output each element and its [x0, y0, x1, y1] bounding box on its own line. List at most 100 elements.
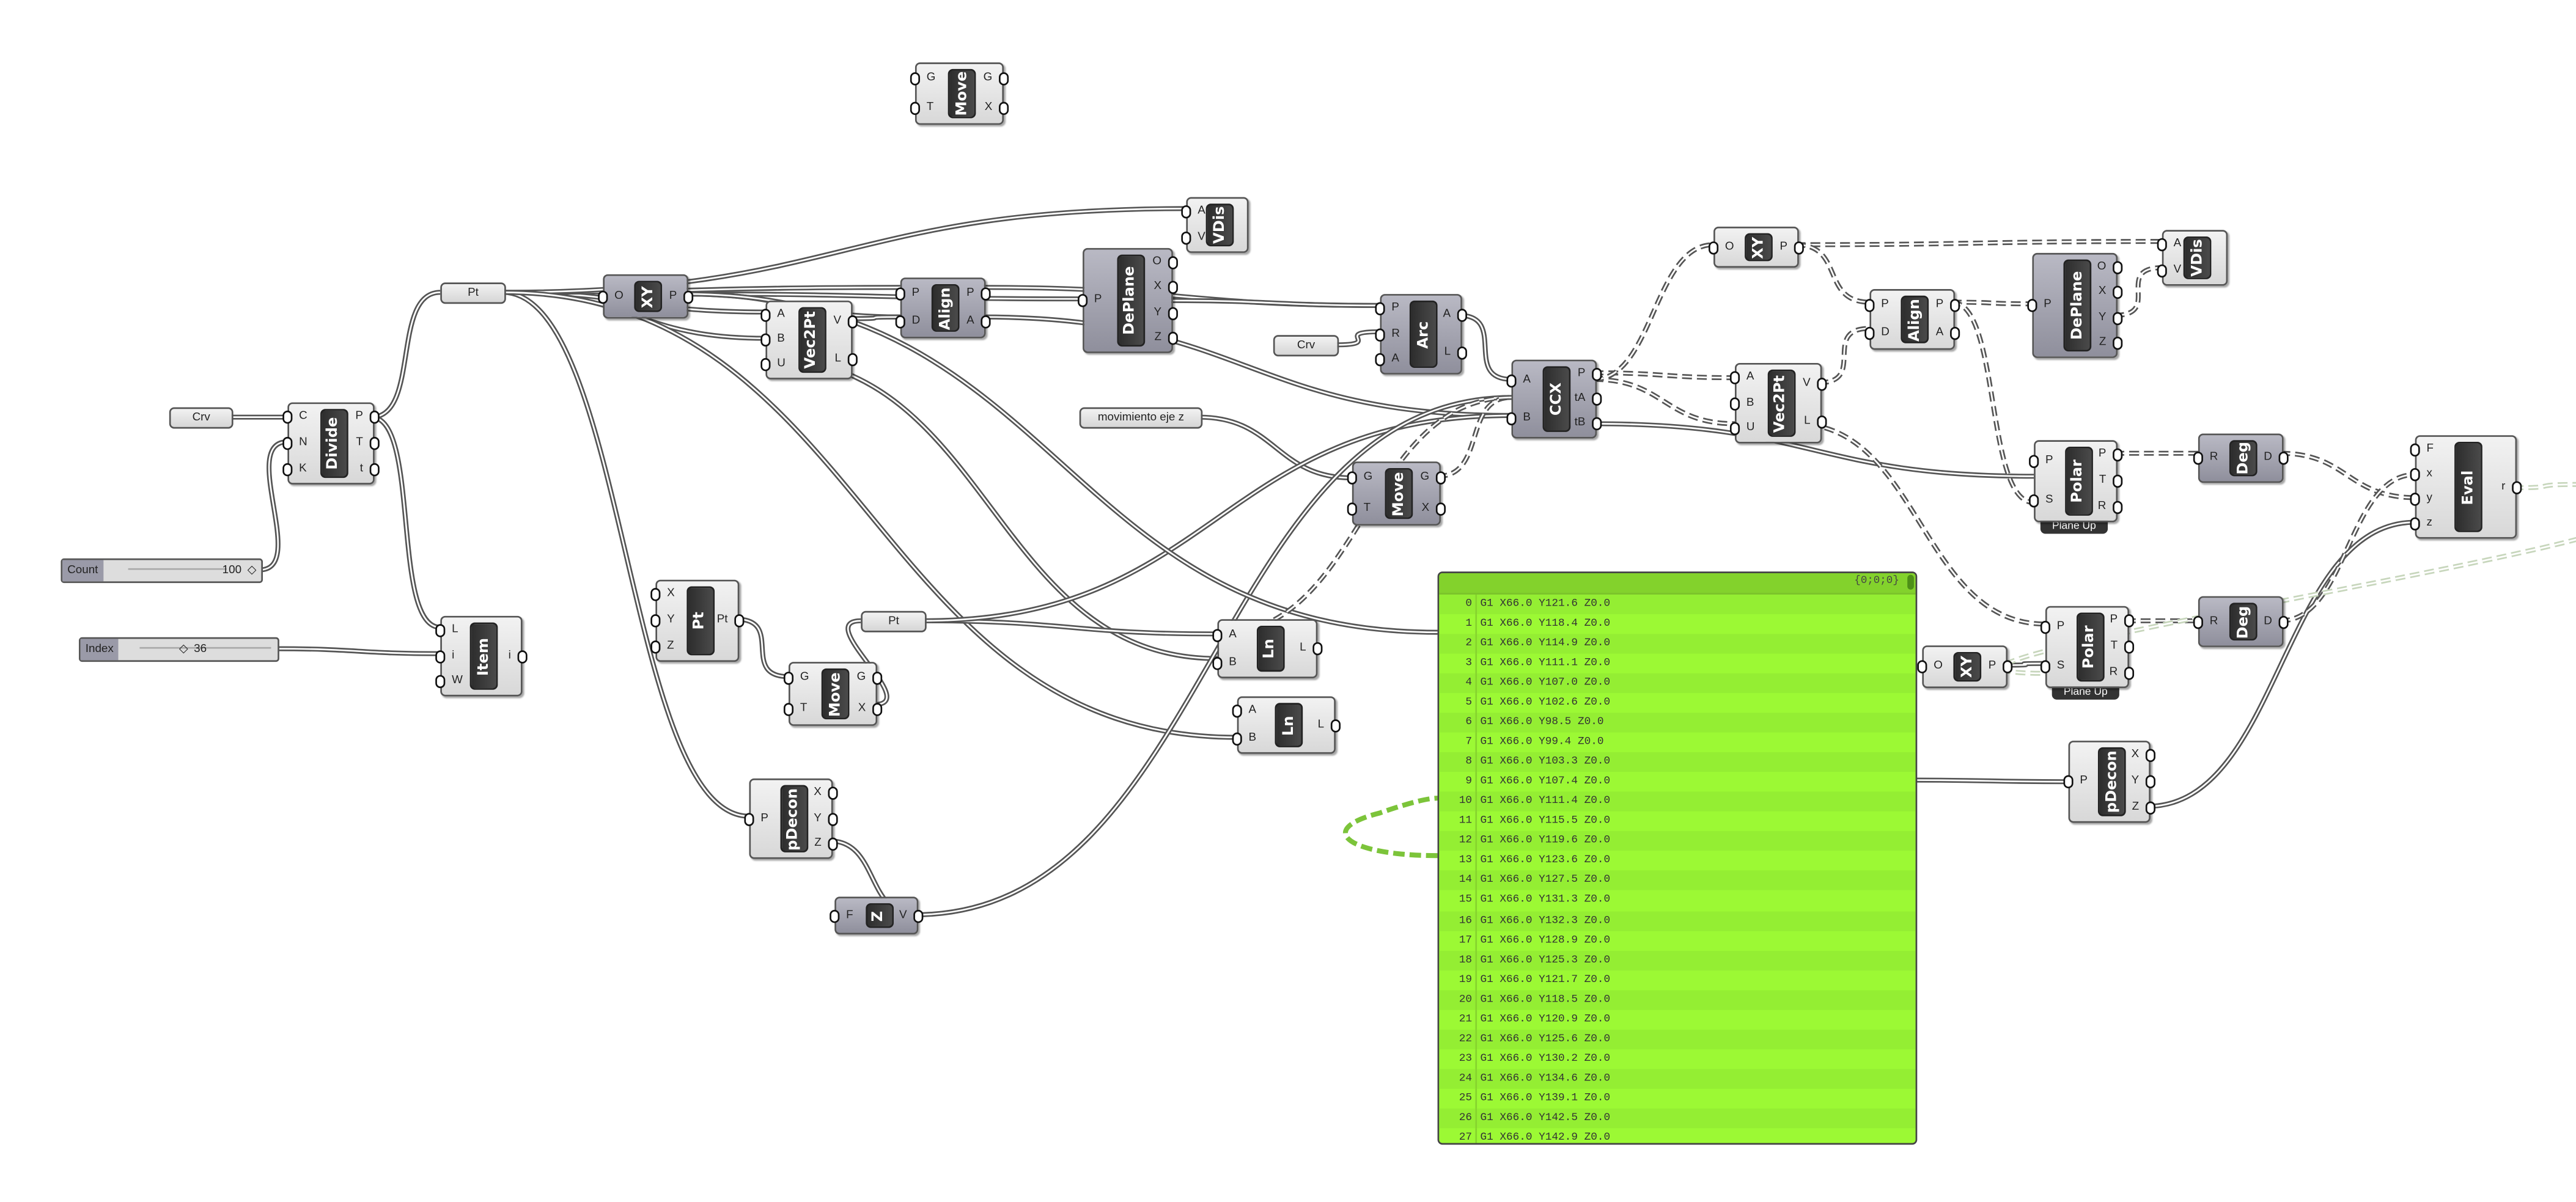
output-port[interactable]: [369, 436, 380, 450]
input-port[interactable]: [1232, 705, 1242, 719]
slider-grip-icon[interactable]: ◇: [178, 643, 188, 656]
input-port[interactable]: [760, 333, 771, 347]
input-port[interactable]: [760, 308, 771, 321]
component-title-bar[interactable]: pDecon: [779, 785, 808, 852]
input-port[interactable]: [2410, 442, 2420, 456]
input-port[interactable]: [650, 588, 661, 601]
output-port[interactable]: [1950, 298, 1960, 312]
output-port[interactable]: [828, 786, 838, 800]
output-port[interactable]: [1457, 308, 1467, 322]
point-param[interactable]: Pt: [440, 282, 506, 304]
input-port[interactable]: [1347, 502, 1357, 516]
input-port[interactable]: [2410, 518, 2420, 532]
output-port[interactable]: [847, 352, 858, 365]
input-port[interactable]: [282, 463, 293, 477]
output-port[interactable]: [2124, 614, 2135, 628]
component-title-bar[interactable]: XY: [1953, 651, 1982, 682]
input-port[interactable]: [2029, 455, 2039, 468]
output-port[interactable]: [981, 315, 991, 329]
component-title-bar[interactable]: Deg: [2229, 440, 2258, 477]
input-port[interactable]: [2193, 452, 2203, 465]
input-port[interactable]: [2029, 494, 2039, 508]
input-port[interactable]: [435, 623, 446, 637]
output-port[interactable]: [1330, 718, 1341, 732]
input-port[interactable]: [650, 640, 661, 654]
input-port[interactable]: [2040, 660, 2050, 673]
output-port[interactable]: [1168, 306, 1178, 320]
component-title-bar[interactable]: XY: [634, 280, 663, 312]
input-port[interactable]: [435, 675, 446, 689]
point-param-mid[interactable]: Pt: [861, 610, 927, 632]
output-port[interactable]: [2113, 448, 2123, 462]
output-port[interactable]: [2003, 660, 2013, 673]
output-port[interactable]: [872, 702, 883, 716]
index-slider[interactable]: Index ◇ 36: [79, 637, 279, 662]
output-port[interactable]: [1592, 367, 1602, 381]
component-title-bar[interactable]: Ln: [1275, 703, 1303, 747]
slider-track[interactable]: [128, 568, 227, 570]
component-title-bar[interactable]: Eval: [2454, 441, 2482, 532]
output-port[interactable]: [999, 72, 1009, 86]
input-port[interactable]: [282, 410, 293, 424]
input-port[interactable]: [895, 315, 905, 329]
input-port[interactable]: [1729, 370, 1740, 384]
component-title-bar[interactable]: Align: [1901, 295, 1929, 343]
input-port[interactable]: [1375, 302, 1385, 315]
output-port[interactable]: [1168, 332, 1178, 346]
output-port[interactable]: [2113, 337, 2123, 351]
component-title-bar[interactable]: DePlane: [2063, 259, 2092, 352]
component-title-bar[interactable]: Polar: [2064, 447, 2092, 516]
component-title-bar[interactable]: VDis: [1205, 203, 1234, 247]
input-port[interactable]: [760, 358, 771, 372]
input-port[interactable]: [650, 614, 661, 628]
input-port[interactable]: [1729, 422, 1740, 436]
component-title-bar[interactable]: Polar: [2075, 612, 2104, 682]
input-port[interactable]: [2063, 775, 2074, 788]
input-port[interactable]: [744, 812, 754, 826]
component-title-bar[interactable]: VDis: [2183, 236, 2212, 279]
output-port[interactable]: [2113, 286, 2123, 299]
component-title-bar[interactable]: Move: [821, 668, 850, 720]
slider-grip-icon[interactable]: ◇: [247, 565, 257, 577]
output-port[interactable]: [828, 812, 838, 826]
input-port[interactable]: [1375, 328, 1385, 341]
component-title-bar[interactable]: XY: [1745, 233, 1773, 262]
component-title-bar[interactable]: Deg: [2229, 603, 2258, 641]
input-port[interactable]: [2410, 493, 2420, 507]
input-port[interactable]: [2157, 238, 2167, 252]
input-port[interactable]: [1347, 471, 1357, 485]
panel-scrollbar[interactable]: [1907, 574, 1914, 590]
slider-track[interactable]: [139, 647, 271, 649]
input-port[interactable]: [895, 287, 905, 301]
output-port[interactable]: [1794, 240, 1804, 254]
component-title-bar[interactable]: Align: [931, 284, 960, 332]
input-port[interactable]: [1212, 656, 1223, 670]
input-port[interactable]: [1375, 353, 1385, 367]
output-port[interactable]: [2278, 615, 2289, 628]
input-port[interactable]: [1709, 240, 1719, 254]
output-port[interactable]: [2113, 260, 2123, 274]
input-port[interactable]: [1078, 294, 1088, 307]
output-port[interactable]: [1950, 327, 1960, 340]
output-port[interactable]: [1457, 346, 1467, 361]
component-title-bar[interactable]: Z: [864, 903, 893, 928]
output-port[interactable]: [981, 287, 991, 301]
input-port[interactable]: [1232, 731, 1242, 746]
output-port[interactable]: [2145, 775, 2155, 788]
curve-param-mid[interactable]: Crv: [1273, 335, 1339, 357]
input-port[interactable]: [598, 290, 608, 303]
input-port[interactable]: [783, 702, 794, 716]
input-port[interactable]: [1864, 298, 1875, 312]
component-title-bar[interactable]: DePlane: [1116, 254, 1144, 347]
input-port[interactable]: [1506, 373, 1517, 387]
